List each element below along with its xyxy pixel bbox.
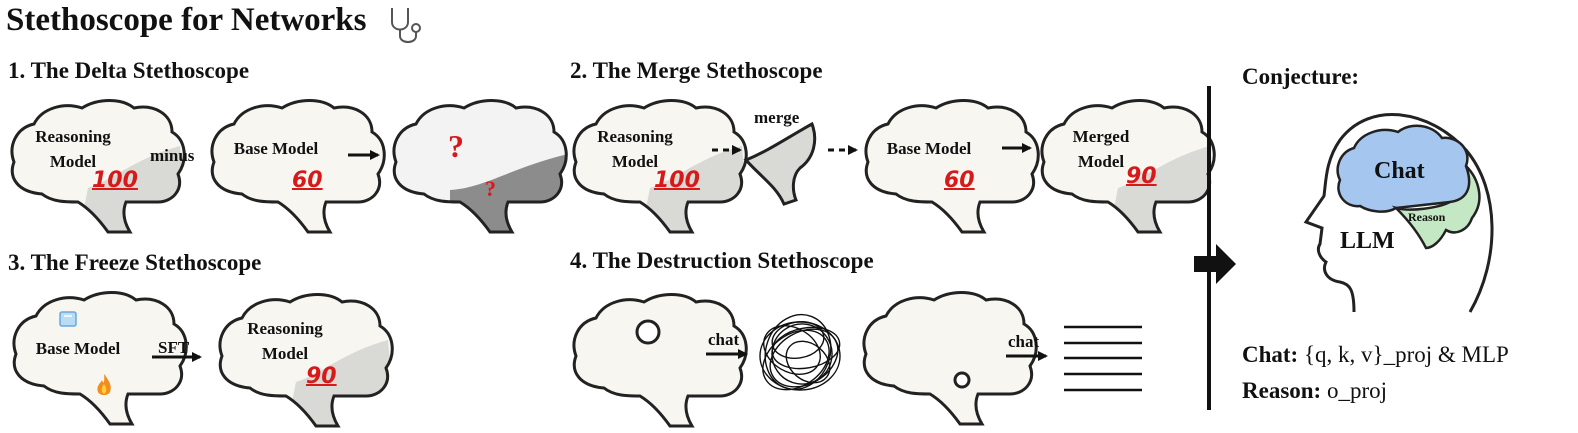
page-title: Stethoscope for Networks [6, 2, 367, 38]
operation-label: chat [1008, 332, 1040, 351]
operation-label: minus [150, 146, 195, 165]
brain-fragment [743, 121, 817, 206]
section-heading-destruction: 4. The Destruction Stethoscope [570, 248, 874, 273]
conjecture-heading: Conjecture: [1242, 64, 1360, 89]
operation-label: merge [754, 108, 800, 127]
reason-region-label: Reason [1408, 210, 1446, 224]
reason-mapping-line: Reason: o_proj [1242, 378, 1387, 404]
brain-destruction-1 [572, 293, 748, 428]
brain-destruction-2 [862, 291, 1038, 426]
brain-label: Reasoning Model [35, 127, 111, 171]
chat-region-label: Chat [1374, 158, 1425, 184]
operation-label: SFT [158, 338, 190, 357]
tangled-scribble [759, 313, 841, 391]
brain-label: Merged Model [1072, 127, 1130, 171]
ice-cube-icon [59, 311, 77, 327]
reason-mapping-key: Reason: [1242, 378, 1322, 403]
brain-label: Base Model [35, 339, 121, 358]
chat-mapping-line: Chat: {q, k, v}_proj & MLP [1242, 342, 1509, 368]
brain-label: Base Model [233, 139, 319, 158]
brain-base-delta [210, 99, 386, 234]
big-arrow [1194, 244, 1236, 284]
section-heading-delta: 1. The Delta Stethoscope [8, 58, 250, 83]
score-label: 60 [292, 168, 323, 193]
fire-icon [97, 374, 111, 395]
brain-result-delta [392, 99, 568, 234]
brain-base-merge [864, 99, 1040, 234]
reason-mapping-value: o_proj [1326, 378, 1388, 403]
section-heading-freeze: 3. The Freeze Stethoscope [8, 250, 262, 275]
question-mark: ? [448, 128, 464, 164]
chat-mapping-value: {q, k, v}_proj & MLP [1303, 342, 1509, 367]
conjecture-head [1303, 113, 1494, 313]
brain-label: Base Model [886, 139, 972, 158]
brain-label: Reasoning Model [247, 319, 323, 363]
brain-label: Reasoning Model [597, 127, 673, 171]
score-label: 90 [1126, 164, 1157, 189]
section-heading-merge: 2. The Merge Stethoscope [570, 58, 823, 83]
flat-lines [1064, 325, 1142, 392]
question-mark: ? [485, 176, 496, 201]
score-label: 100 [654, 168, 700, 193]
stethoscope-icon [391, 8, 421, 43]
model-label: LLM [1340, 228, 1395, 254]
chat-mapping-key: Chat: [1242, 342, 1299, 367]
score-label: 60 [944, 168, 975, 193]
operation-label: chat [708, 330, 740, 349]
score-label: 90 [306, 364, 337, 389]
score-label: 100 [92, 168, 138, 193]
